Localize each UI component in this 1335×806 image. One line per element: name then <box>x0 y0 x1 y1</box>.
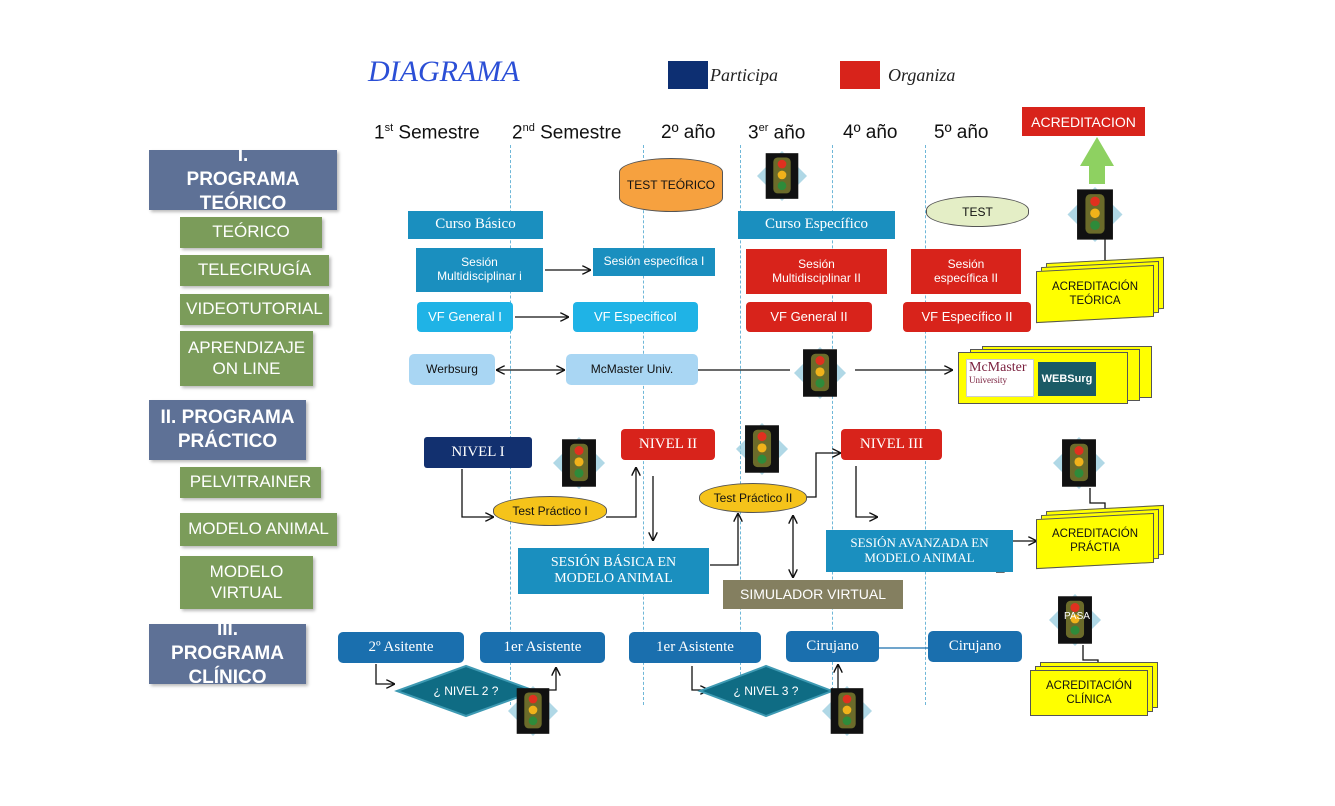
up-arrow-icon <box>1080 137 1114 184</box>
test-teorico-cylinder: TEST TEÓRICO <box>619 158 723 212</box>
column-divider <box>925 145 926 705</box>
pasa-label: PASA <box>1064 611 1090 622</box>
subprogram-aprendizaje-online: APRENDIZAJE ON LINE <box>180 331 313 386</box>
asistente-1a-box: 1er Asistente <box>480 632 605 663</box>
column-header-2: 2nd Semestre <box>512 122 622 144</box>
column-header-1: 1st Semestre <box>374 122 480 144</box>
acreditacion-teorica-stack: ACREDITACIÓN TEÓRICA <box>1036 256 1164 324</box>
traffic-light-icon <box>1053 437 1105 489</box>
mcmaster-logo-university: University <box>969 375 1007 385</box>
traffic-light-icon <box>757 151 807 201</box>
nivel-1-box: NIVEL I <box>424 437 532 468</box>
program-header-clinico: III. PROGRAMA CLÍNICO <box>149 619 306 688</box>
subprogram-videotutorial: VIDEOTUTORIAL <box>180 294 329 325</box>
sesion-especifica-1-box: Sesión específica I <box>593 248 715 276</box>
websurg-logo: WEBSurg <box>1038 362 1096 396</box>
program-header-teorico: I. PROGRAMA TEÓRICO <box>149 145 337 214</box>
column-header-6: 5º año <box>934 122 989 143</box>
mcmaster-box: McMaster Univ. <box>566 354 698 385</box>
arrow <box>606 468 636 518</box>
nivel-3-question: ¿ NIVEL 3 ? <box>733 684 799 698</box>
test-practico-1-cylinder: Test Práctico I <box>493 496 607 526</box>
acreditacion-clinica-stack: ACREDITACIÓN CLÍNICA <box>1030 662 1158 716</box>
traffic-light-icon <box>553 437 605 489</box>
subprogram-modelo-animal: MODELO ANIMAL <box>180 513 337 546</box>
asistente-2-box: 2º Asitente <box>338 632 464 663</box>
vf-especifico-1-box: VF EspecificoI <box>573 302 698 332</box>
curso-basico-box: Curso Básico <box>408 211 543 239</box>
sesion-multidisciplinar-1-box: Sesión Multidisciplinar i <box>416 248 543 292</box>
column-divider <box>643 145 644 705</box>
sesion-avanzada-box: SESIÓN AVANZADA EN MODELO ANIMAL <box>826 530 1013 572</box>
arrow <box>461 469 493 517</box>
cirujano-1-box: Cirujano <box>786 631 879 662</box>
legend-swatch-participa <box>668 61 708 89</box>
sesion-multidisciplinar-2-box: Sesión Multidisciplinar II <box>746 249 887 294</box>
arrow <box>691 666 708 690</box>
acreditacion-practica-stack: ACREDITACIÓN PRÁCTIA <box>1036 504 1164 570</box>
websurg-box: Werbsurg <box>409 354 495 385</box>
acreditacion-clinica-label: ACREDITACIÓN CLÍNICA <box>1045 679 1133 706</box>
legend-label-participa: Participa <box>710 65 778 85</box>
vf-general-1-box: VF General I <box>417 302 513 332</box>
column-header-5: 4º año <box>843 122 898 143</box>
column-divider <box>740 145 741 705</box>
subprogram-teorico: TEÓRICO <box>180 217 322 248</box>
nivel-3-box: NIVEL III <box>841 429 942 460</box>
subprogram-telecirugia: TELECIRUGÍA <box>180 255 329 286</box>
program-header-practico: II. PROGRAMA PRÁCTICO <box>149 400 306 460</box>
arrow <box>710 514 738 566</box>
diagram-title: DIAGRAMA <box>368 55 520 88</box>
mcmaster-logo-name: McMaster <box>969 360 1027 375</box>
acreditacion-teorica-label: ACREDITACIÓN TEÓRICA <box>1051 280 1139 307</box>
traffic-light-icon <box>1067 187 1123 242</box>
column-divider <box>832 145 833 705</box>
traffic-light-icon <box>736 423 788 475</box>
vf-especifico-2-box: VF Específico II <box>903 302 1031 332</box>
arrow <box>375 664 394 684</box>
test-cylinder: TEST <box>926 196 1029 227</box>
acreditacion-practica-label: ACREDITACIÓN PRÁCTIA <box>1051 527 1139 554</box>
asistente-1b-box: 1er Asistente <box>629 632 761 663</box>
subprogram-modelo-virtual: MODELO VIRTUAL <box>180 556 313 609</box>
legend-swatch-organiza <box>840 61 880 89</box>
column-header-3: 2º año <box>661 122 716 143</box>
traffic-light-icon <box>794 347 846 399</box>
nivel-2-box: NIVEL II <box>621 429 715 460</box>
traffic-light-icon <box>822 686 872 736</box>
sesion-especifica-2-box: Sesión específica II <box>911 249 1021 294</box>
sesion-basica-box: SESIÓN BÁSICA EN MODELO ANIMAL <box>518 548 709 594</box>
vf-general-2-box: VF General II <box>746 302 872 332</box>
nivel-2-question: ¿ NIVEL 2 ? <box>433 684 499 698</box>
acreditacion-box: ACREDITACION <box>1022 107 1145 136</box>
simulador-virtual-box: SIMULADOR VIRTUAL <box>723 580 903 609</box>
arrow <box>806 453 840 498</box>
arrow <box>855 466 877 517</box>
mcmaster-logo: McMaster University <box>966 359 1034 397</box>
curso-especifico-box: Curso Específico <box>738 211 895 239</box>
legend-label-organiza: Organiza <box>888 65 956 85</box>
test-practico-2-cylinder: Test Práctico II <box>699 483 807 513</box>
traffic-light-icon <box>508 686 558 736</box>
column-divider <box>510 145 511 705</box>
cirujano-2-box: Cirujano <box>928 631 1022 662</box>
column-header-4: 3er año <box>748 122 806 144</box>
subprogram-pelvitrainer: PELVITRAINER <box>180 467 321 498</box>
online-platforms-stack: McMaster University WEBSurg <box>958 346 1152 404</box>
